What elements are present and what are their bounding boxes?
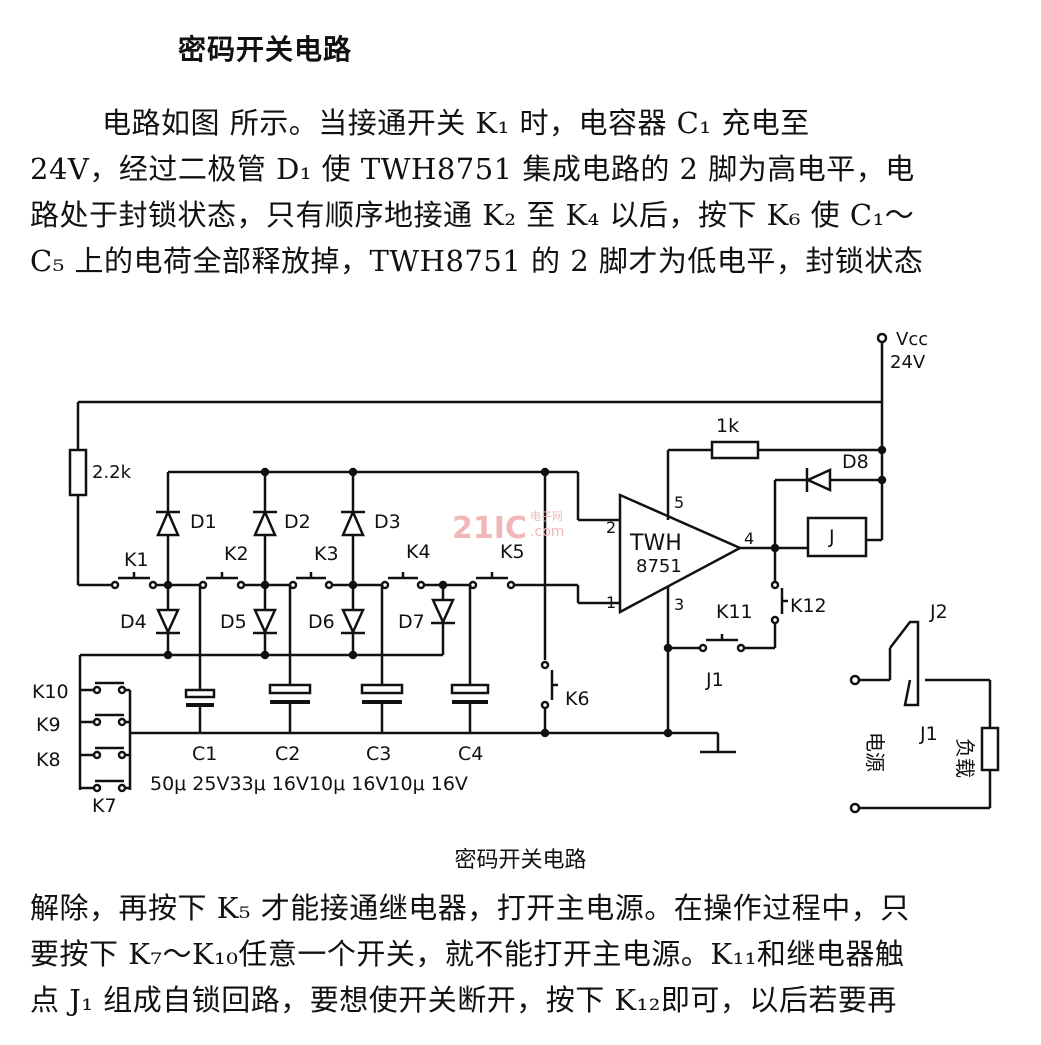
diode-d3 (341, 472, 365, 585)
k11-label: K11 (716, 601, 753, 623)
c1-label: C1 (192, 743, 217, 765)
vcc-value: 24V (890, 352, 926, 373)
d2-label: D2 (284, 511, 311, 533)
j1-label: J1 (705, 669, 724, 691)
k7-label: K7 (92, 795, 117, 817)
switch-k6 (540, 660, 558, 733)
resistor-2-2k-label: 2.2k (92, 462, 132, 483)
d4-label: D4 (120, 611, 147, 633)
diode-d5 (253, 585, 277, 655)
pin-1-label: 1 (606, 593, 616, 612)
pin-5-label: 5 (674, 493, 684, 512)
c4-label: C4 (458, 743, 483, 765)
diode-d2 (253, 472, 277, 585)
paragraph-line: 要按下 K₇～K₁₀任意一个开关，就不能打开主电源。K₁₁和继电器触 (30, 937, 905, 971)
switch-k11-j1 (668, 634, 775, 653)
resistor-1k (668, 440, 882, 460)
k8-label: K8 (36, 749, 61, 771)
capacitor-c3 (360, 585, 404, 733)
k2-label: K2 (224, 543, 249, 565)
c3-label: C3 (366, 743, 391, 765)
paragraph-top: 电路如图 所示。当接通开关 K₁ 时，电容器 C₁ 充电至 24V，经过二极管 … (30, 100, 980, 284)
k5-label: K5 (500, 541, 525, 563)
relay-j (806, 516, 882, 558)
k1-label: K1 (124, 549, 149, 571)
diode-d1 (156, 472, 180, 585)
watermark-logo: 21IC (452, 511, 527, 546)
load-label: 负载 (953, 738, 977, 778)
paragraph-bottom: 解除，再按下 K₅ 才能接通继电器，打开主电源。在操作过程中，只 要按下 K₇～… (30, 885, 980, 1023)
k4-label: K4 (406, 541, 431, 563)
k9-label: K9 (36, 714, 61, 736)
page-title: 密码开关电路 (178, 33, 353, 66)
paragraph-line: 解除，再按下 K₅ 才能接通继电器，打开主电源。在操作过程中，只 (30, 891, 910, 925)
capacitor-c1 (184, 585, 216, 733)
load-circuit (849, 620, 1000, 814)
paragraph-line: 电路如图 所示。当接通开关 K₁ 时，电容器 C₁ 充电至 (102, 106, 810, 140)
d8-label: D8 (842, 451, 869, 473)
vcc-rail (76, 332, 888, 540)
switch-k12 (770, 548, 788, 648)
resistor-1k-label: 1k (716, 415, 739, 437)
d5-label: D5 (220, 611, 247, 633)
pin-3-label: 3 (674, 595, 684, 614)
resistor-2-2k (68, 448, 110, 587)
pin-4-label: 4 (744, 529, 754, 548)
vcc-label: Vcc (896, 329, 928, 350)
diode-d8 (773, 468, 882, 548)
k3-label: K3 (314, 543, 339, 565)
diode-d7 (431, 585, 455, 655)
figure-caption: 密码开关电路 (454, 848, 587, 873)
k6-label: K6 (565, 688, 590, 710)
paragraph-line: C₅ 上的电荷全部释放掉，TWH8751 的 2 脚才为低电平，封锁状态 (30, 244, 924, 278)
d7-label: D7 (398, 611, 425, 633)
ic-model: 8751 (636, 556, 682, 577)
paragraph-line: 24V，经过二极管 D₁ 使 TWH8751 集成电路的 2 脚为高电平，电 (30, 152, 915, 186)
diode-d6 (341, 585, 365, 655)
c2-label: C2 (275, 743, 300, 765)
switch-chain (110, 572, 620, 605)
capacitor-c2 (268, 585, 312, 733)
watermark-url: .com (530, 524, 564, 540)
j1-contact-label: J1 (919, 723, 938, 745)
relay-label: J (828, 526, 835, 548)
paragraph-line: 点 J₁ 组成自锁回路，要想使开关断开，按下 K₁₂即可，以后若要再 (30, 983, 897, 1017)
switch-bank-k7-k10 (78, 655, 132, 793)
ic-name: TWH (629, 531, 682, 556)
d6-label: D6 (308, 611, 335, 633)
k10-label: K10 (32, 681, 69, 703)
d3-label: D3 (374, 511, 401, 533)
paragraph-line: 路处于封锁状态，只有顺序地接通 K₂ 至 K₄ 以后，按下 K₆ 使 C₁～ (30, 198, 915, 232)
j2-label: J2 (929, 601, 948, 623)
watermark-sub: 电子网 (530, 510, 563, 523)
k12-label: K12 (790, 595, 827, 617)
diode-d4 (156, 585, 180, 655)
pin-2-label: 2 (606, 518, 616, 537)
capacitor-c4 (450, 585, 490, 733)
d1-label: D1 (190, 511, 217, 533)
power-label: 电源 (863, 732, 887, 772)
capacitor-values: 50μ 25V33μ 16V10μ 16V10μ 16V (150, 773, 468, 795)
